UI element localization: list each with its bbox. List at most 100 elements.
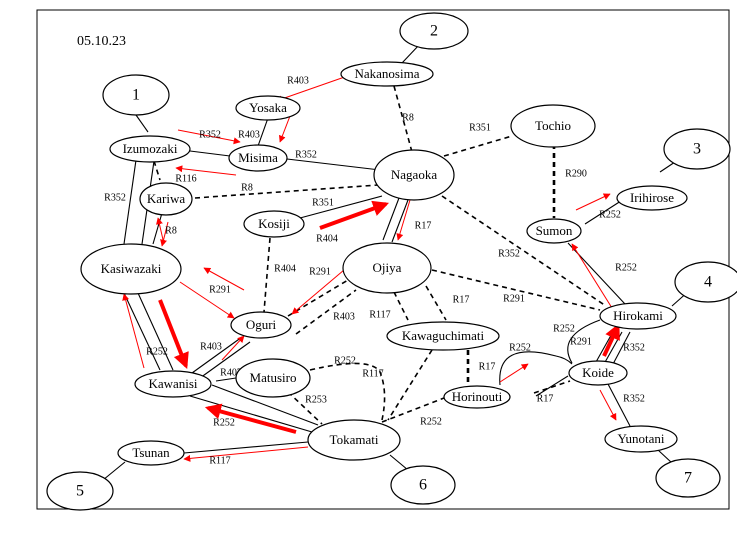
road-koide-hirokami-1 [595, 329, 615, 363]
node-izumozaki[interactable]: Izumozaki [109, 135, 191, 163]
gateway-nodes: 1 2 3 4 5 6 7 [46, 12, 737, 511]
route-label: R17 [537, 393, 554, 404]
node-tsunan[interactable]: Tsunan [117, 440, 185, 466]
node-hirokami[interactable]: Hirokami [599, 302, 677, 330]
route-label: R117 [209, 455, 230, 466]
road-gate1-izumozaki [135, 114, 149, 133]
flow-izumozaki-misima [177, 129, 241, 145]
road-ojiya-nagaoka-1 [382, 197, 400, 241]
traffic-flow-arrows [122, 72, 620, 462]
gateway-number: 6 [419, 477, 427, 494]
road-nakanosima-nagaoka [393, 85, 413, 153]
road-kawanisi-tokamati-1 [189, 395, 313, 433]
gateway-number: 7 [684, 470, 692, 487]
gateway-node[interactable]: 1 [102, 74, 170, 116]
node-oguri[interactable]: Oguri [230, 311, 292, 339]
road-kosiji-oguri [263, 237, 271, 313]
gateway-node[interactable]: 2 [399, 12, 469, 50]
road-ojiya-nagaoka-2 [391, 199, 409, 243]
route-label: R290 [565, 168, 587, 179]
node-label: Tsunan [132, 445, 170, 460]
node-horinouti[interactable]: Horinouti [443, 385, 511, 409]
node-label: Tokamati [330, 432, 379, 447]
flow-kawanisi-oguri [221, 335, 245, 361]
route-label: R403 [200, 341, 222, 352]
gateway-node[interactable]: 4 [674, 261, 737, 303]
route-label: R352 [498, 248, 520, 259]
node-label: Sumon [536, 223, 573, 238]
gateway-node[interactable]: 6 [390, 465, 456, 505]
route-label: R351 [469, 122, 491, 133]
node-sumon[interactable]: Sumon [526, 218, 582, 244]
node-yosaka[interactable]: Yosaka [235, 95, 301, 121]
node-kosiji[interactable]: Kosiji [243, 210, 305, 238]
road-horinouti-hirokami [499, 351, 573, 386]
flow-ojiya-oguri [291, 269, 345, 315]
road-nagaoka-hirokami [441, 195, 607, 307]
road-ojiya-kawaguchimati-1 [393, 291, 409, 321]
route-label: R291 [570, 336, 592, 347]
node-nagaoka[interactable]: Nagaoka [373, 149, 455, 201]
road-tsunan-gate5 [102, 461, 126, 481]
flow-koide-yunotani [599, 389, 617, 421]
node-kawanisi[interactable]: Kawanisi [134, 370, 212, 398]
gateway-node[interactable]: 5 [46, 471, 114, 511]
road-ojiya-hirokami [431, 269, 601, 311]
road-misima-nagaoka [286, 158, 381, 171]
route-label: R8 [165, 225, 177, 236]
road-matusiro-tokamati-r253 [287, 391, 323, 425]
node-tokamati[interactable]: Tokamati [307, 419, 401, 461]
node-ojiya[interactable]: Ojiya [342, 242, 432, 294]
road-koide-hirokami-3 [611, 331, 631, 367]
route-label: R252 [509, 342, 531, 353]
node-kawaguchimati[interactable]: Kawaguchimati [386, 321, 500, 351]
road-yosaka-misima [257, 117, 269, 147]
gateway-node[interactable]: 7 [655, 458, 721, 498]
road-oguri-ojiya-2 [295, 289, 357, 335]
route-label: R8 [241, 182, 253, 193]
road-kawanisi-oguri-1 [191, 336, 243, 374]
flow-kasiwazaki-kariwa [156, 217, 165, 245]
flow-nagaoka-ojiya [396, 199, 411, 241]
route-label: R252 [615, 262, 637, 273]
gateway-node[interactable]: 3 [663, 128, 731, 170]
node-tochio[interactable]: Tochio [510, 104, 596, 148]
node-label: Kasiwazaki [101, 261, 162, 276]
route-label: R291 [503, 293, 525, 304]
road-kasiwazaki-kawanisi-1 [123, 292, 161, 371]
node-kariwa[interactable]: Kariwa [139, 182, 193, 216]
node-irihirose[interactable]: Irihirose [616, 185, 688, 211]
node-label: Irihirose [630, 190, 674, 205]
flow-misima-izumozaki [175, 165, 237, 176]
flow-hirokami-sumon [571, 243, 613, 309]
node-label: Kosiji [258, 216, 290, 231]
node-matusiro[interactable]: Matusiro [235, 358, 311, 398]
flow-kosiji-nagaoka-main [319, 200, 390, 230]
node-label: Hirokami [613, 308, 663, 323]
node-koide[interactable]: Koide [568, 360, 628, 386]
road-tokamati-gate6 [389, 454, 409, 471]
node-label: Kariwa [147, 191, 185, 206]
flow-kawanisi-kasiwazaki [122, 293, 145, 369]
route-label: R291 [209, 284, 231, 295]
node-misima[interactable]: Misima [228, 144, 288, 172]
town-nodes: Nakanosima Yosaka Izumozaki Misima Kariw… [80, 61, 688, 466]
dashed-roads [153, 85, 607, 425]
road-tokamati-tsunan [183, 441, 309, 454]
route-label: R116 [175, 173, 196, 184]
node-label: Oguri [246, 317, 277, 332]
road-koide-hirokami-arc [567, 319, 601, 364]
route-label: R352 [623, 393, 645, 404]
road-horinouti-koide [535, 375, 569, 397]
route-label: R17 [453, 294, 470, 305]
node-label: Tochio [535, 118, 571, 133]
node-kasiwazaki[interactable]: Kasiwazaki [80, 243, 182, 295]
node-nakanosima[interactable]: Nakanosima [340, 61, 434, 87]
route-label: R252 [146, 346, 168, 357]
route-label: R403 [287, 75, 309, 86]
route-label: R17 [479, 361, 496, 372]
node-yunotani[interactable]: Yunotani [604, 425, 678, 453]
road-sumon-irihirose [584, 198, 625, 225]
route-label: R252 [420, 416, 442, 427]
